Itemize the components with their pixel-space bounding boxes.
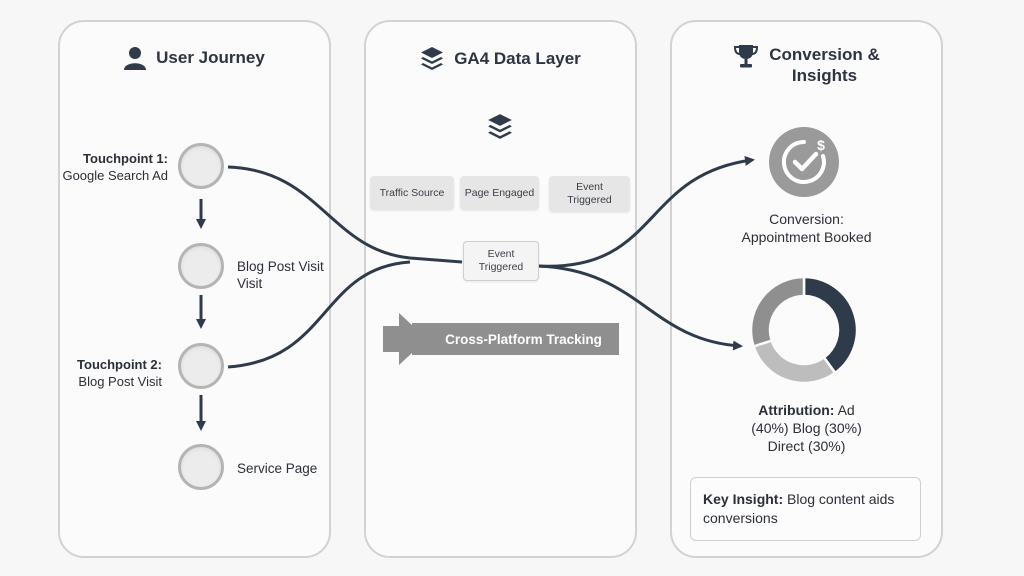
data-layer-title: GA4 Data Layer	[454, 49, 581, 68]
insight-text: Blog content aids conversions	[703, 491, 895, 526]
service-page-node	[178, 444, 224, 490]
layers-icon	[420, 46, 444, 72]
attribution-title: Attribution:	[758, 402, 835, 418]
data-layer-header: GA4 Data Layer	[366, 46, 635, 72]
blog-visit-node	[178, 243, 224, 289]
event-triggered-hub: Event Triggered	[463, 241, 539, 281]
chip-event-line1: Event	[576, 181, 603, 193]
blog-visit-line2: Visit	[237, 276, 263, 291]
key-insight-box: Key Insight: Blog content aids conversio…	[690, 477, 921, 541]
chip-page-engaged: Page Engaged	[460, 176, 539, 210]
touchpoint-2-title: Touchpoint 2:	[77, 357, 162, 372]
user-journey-header: User Journey	[60, 46, 329, 70]
conversion-title-line2: Insights	[791, 66, 858, 85]
chip-event-triggered: Event Triggered	[549, 176, 630, 212]
cross-platform-arrow-icon	[383, 313, 429, 370]
cross-platform-tracking-banner: Cross-Platform Tracking	[412, 323, 619, 355]
trophy-icon	[733, 43, 759, 69]
chip-traffic-source: Traffic Source	[370, 176, 454, 210]
attribution-label: Attribution: Ad (40%) Blog (30%) Direct …	[700, 401, 913, 455]
service-page-label: Service Page	[237, 461, 318, 476]
data-layer-panel: GA4 Data Layer	[364, 20, 637, 558]
attribution-donut-chart	[749, 275, 859, 385]
blog-visit-line1: Blog Post Visit	[237, 259, 324, 274]
conversion-label: Conversion: Appointment Booked	[700, 210, 913, 246]
hub-line2: Triggered	[478, 261, 524, 273]
conversion-label-line1: Conversion:	[769, 211, 844, 227]
svg-text:$: $	[817, 137, 825, 153]
attribution-blog: (40%) Blog (30%)	[751, 420, 862, 436]
touchpoint-1-label: Touchpoint 1: Google Search Ad	[38, 150, 168, 184]
user-journey-title: User Journey	[156, 48, 265, 67]
touchpoint-2-node	[178, 343, 224, 389]
insight-title: Key Insight:	[703, 491, 784, 507]
touchpoint-1-node	[178, 143, 224, 189]
touchpoint-2-subtitle: Blog Post Visit	[78, 374, 162, 389]
blog-visit-label: Blog Post Visit Visit	[237, 258, 324, 292]
donut-slice-blog	[752, 338, 837, 385]
attribution-direct: Direct (30%)	[767, 438, 846, 454]
donut-slice-direct	[749, 275, 806, 348]
hub-line1: Event	[487, 248, 515, 260]
conversion-label-line2: Appointment Booked	[741, 229, 872, 245]
conversion-badge: $	[768, 126, 840, 203]
touchpoint-1-subtitle: Google Search Ad	[62, 168, 168, 183]
conversion-header: Conversion & Insights	[672, 44, 941, 86]
conversion-title-line1: Conversion &	[769, 45, 880, 64]
chip-event-line2: Triggered	[567, 194, 612, 206]
user-icon	[124, 46, 147, 70]
donut-slice-ad	[802, 275, 859, 375]
layers-icon	[487, 113, 513, 146]
attribution-ad: Ad	[834, 402, 855, 418]
touchpoint-1-title: Touchpoint 1:	[83, 151, 168, 166]
touchpoint-2-label: Touchpoint 2: Blog Post Visit	[32, 356, 162, 390]
